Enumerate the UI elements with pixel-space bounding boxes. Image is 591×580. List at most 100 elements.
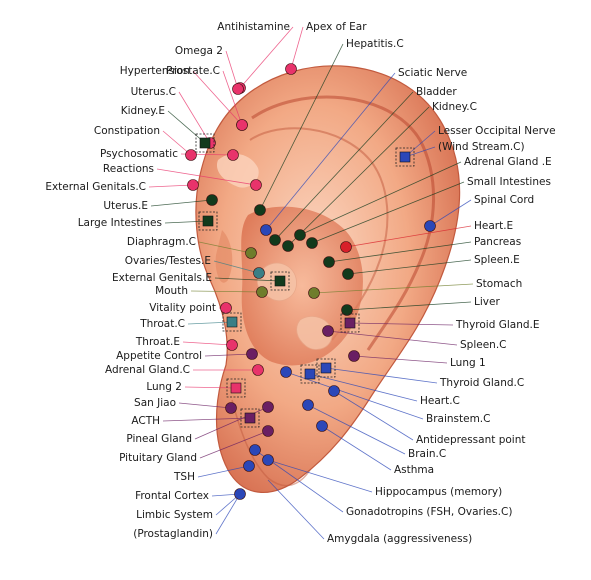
label-pancreas: Pancreas [474, 236, 521, 248]
label-lung-1: Lung 1 [450, 357, 486, 369]
acupoint-apex-of-ear [286, 64, 297, 75]
acupoint-hippocampus-memory [263, 455, 274, 466]
acupoint-bladder [270, 235, 281, 246]
label-asthma: Asthma [394, 464, 434, 476]
label-thyroid-gland-c: Thyroid Gland.C [439, 377, 524, 389]
leader-line-external-genitals-c [149, 185, 193, 187]
label-uterus-c: Uterus.C [131, 86, 176, 98]
label-uterus-e: Uterus.E [103, 200, 148, 212]
acupoint-adrenal-gland-e [295, 230, 306, 241]
leader-line-amygdala-aggressiveness [268, 480, 324, 539]
label-external-genitals-e: External Genitals.E [112, 272, 212, 284]
label-limbic-system: Limbic System [136, 509, 213, 521]
label-kidney-c: Kidney.C [432, 101, 477, 113]
acupoint-spleen-c [323, 326, 334, 337]
label-acth: ACTH [131, 415, 160, 427]
leader-line-kidney-e [168, 111, 205, 143]
acupoint-pancreas [324, 257, 335, 268]
acupoint-small-intestines [307, 238, 318, 249]
acupoint-adrenal-gland-c [253, 365, 264, 376]
acupoint-sciatic-nerve [261, 225, 272, 236]
acupoint-ovaries-testes-e [254, 268, 265, 279]
acupoint-pituitary-gland [263, 426, 274, 437]
label-heart-c: Heart.C [420, 395, 460, 407]
label-throat-e: Throat.E [135, 336, 180, 348]
label-hypertension: Hypertension [120, 65, 190, 77]
label-antidepressant-point: Antidepressant point [416, 434, 525, 446]
acupoint-throat-e [227, 340, 238, 351]
leader-line-prostaglandin [216, 494, 240, 534]
label-spleen-e: Spleen.E [474, 254, 520, 266]
acupoint-gonadotropins-fsh-ovaries-c [250, 445, 261, 456]
acupoint-constipation [186, 150, 197, 161]
label-reactions: Reactions [103, 163, 154, 175]
acupoint-hepatitis-c [255, 205, 266, 216]
label-ovaries-testes-e: Ovaries/Testes.E [125, 255, 211, 267]
label-heart-e: Heart.E [474, 220, 513, 232]
acupoint-frontal-cortex [235, 489, 246, 500]
label-antihistamine: Antihistamine [217, 21, 290, 33]
label-omega-2: Omega 2 [175, 45, 223, 57]
label-tsh: TSH [173, 471, 195, 483]
label-lung-2: Lung 2 [146, 381, 182, 393]
label-thyroid-gland-e: Thyroid Gland.E [455, 319, 540, 331]
label-apex-of-ear: Apex of Ear [306, 21, 367, 33]
acupoint-asthma [317, 421, 328, 432]
acupoint-kidney-c [283, 241, 294, 252]
label-prostaglandin: (Prostaglandin) [133, 528, 213, 540]
acupoint-omega-2 [233, 84, 244, 95]
leader-line-apex-of-ear [291, 27, 303, 69]
leader-line-omega-2 [226, 51, 238, 89]
label-psychosomatic: Psychosomatic [100, 148, 178, 160]
label-amygdala-aggressiveness: Amygdala (aggressiveness) [327, 533, 472, 545]
label-pituitary-gland: Pituitary Gland [119, 452, 197, 464]
label-sciatic-nerve: Sciatic Nerve [398, 67, 467, 79]
acupoint-psychosomatic [228, 150, 239, 161]
acupoint-uterus-e [207, 195, 218, 206]
acupoint-brain-c [303, 400, 314, 411]
label-san-jiao: San Jiao [134, 397, 176, 409]
acupoint-spinal-cord [425, 221, 436, 232]
label-spleen-c: Spleen.C [460, 339, 507, 351]
label-adrenal-gland-c: Adrenal Gland.C [105, 364, 190, 376]
acupoint-lung-1 [349, 351, 360, 362]
label-lesser-occipital-nerve: Lesser Occipital Nerve [438, 125, 556, 137]
label-hippocampus-memory: Hippocampus (memory) [375, 486, 502, 498]
label-stomach: Stomach [476, 278, 522, 290]
acupoint-appetite-control [247, 349, 258, 360]
acupoint-liver [342, 305, 353, 316]
acupoint-stomach [309, 288, 320, 299]
label-kidney-e: Kidney.E [121, 105, 165, 117]
acupoint-diaphragm-c [246, 248, 257, 259]
label-bladder: Bladder [416, 86, 457, 98]
acupoint-mouth [257, 287, 268, 298]
label-liver: Liver [474, 296, 500, 308]
label-brain-c: Brain.C [408, 448, 446, 460]
label-gonadotropins-fsh-ovaries-c: Gonadotropins (FSH, Ovaries.C) [346, 506, 512, 518]
acupoint-spleen-e [343, 269, 354, 280]
label-large-intestines: Large Intestines [78, 217, 162, 229]
label-appetite-control: Appetite Control [116, 350, 202, 362]
acupoint-pineal-gland [263, 402, 274, 413]
acupoint-tsh [244, 461, 255, 472]
acupoint-hypertension [237, 120, 248, 131]
label-pineal-gland: Pineal Gland [126, 433, 192, 445]
label-adrenal-gland-e: Adrenal Gland .E [464, 156, 552, 168]
label-hepatitis-c: Hepatitis.C [346, 38, 404, 50]
label-brainstem-c: Brainstem.C [426, 413, 490, 425]
label-vitality-point: Vitality point [149, 302, 216, 314]
label-small-intestines: Small Intestines [467, 176, 551, 188]
label-throat-c: Throat.C [139, 318, 185, 330]
leader-line-throat-e [183, 342, 232, 345]
acupoint-heart-e [341, 242, 352, 253]
acupoint-reactions [251, 180, 262, 191]
leader-line-uterus-c [179, 92, 210, 143]
label-external-genitals-c: External Genitals.C [45, 181, 146, 193]
label-frontal-cortex: Frontal Cortex [135, 490, 209, 502]
label-spinal-cord: Spinal Cord [474, 194, 534, 206]
acupoint-brainstem-c [281, 367, 292, 378]
acupoint-antidepressant-point [329, 386, 340, 397]
acupoint-external-genitals-c [188, 180, 199, 191]
label-constipation: Constipation [94, 125, 160, 137]
